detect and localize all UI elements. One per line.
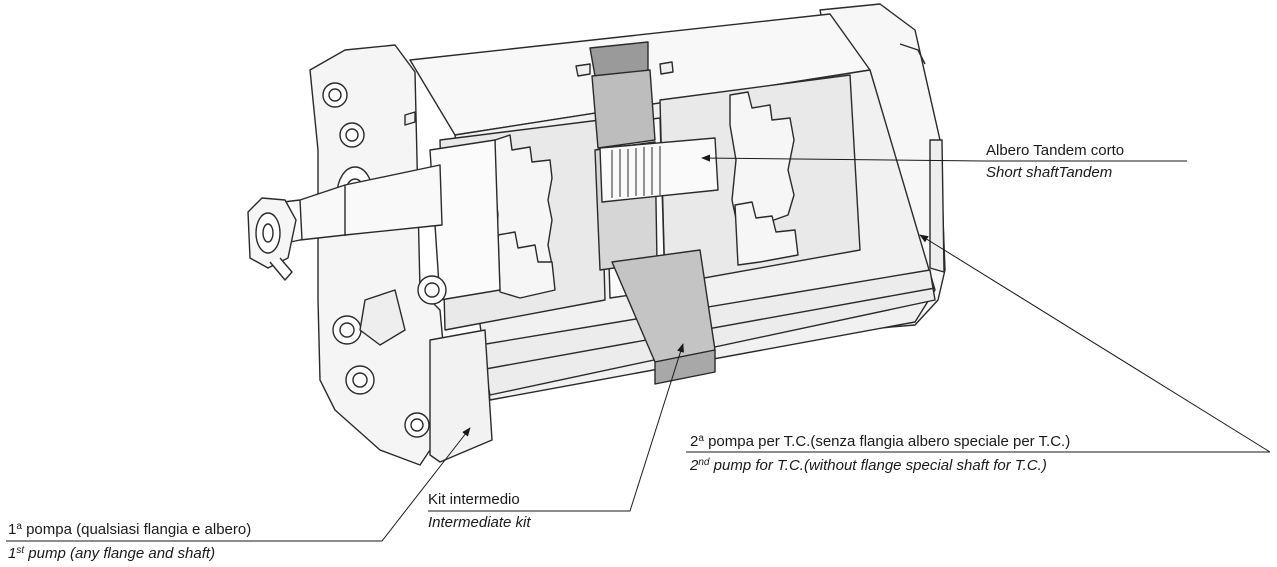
first-pump-label-it: 1a pompa (qualsiasi flangia e albero): [8, 521, 252, 538]
pump-assembly: [247, 3, 946, 466]
second-pump-label-it: 2a pompa per T.C.(senza flangia albero s…: [690, 433, 1071, 450]
second-pump-label-en: 2nd pump for T.C.(without flange special…: [690, 457, 1047, 474]
shaft-label-en: Short shaftTandem: [986, 164, 1113, 181]
first-pump-label-en: 1st pump (any flange and shaft): [8, 545, 216, 562]
kit-label-en: Intermediate kit: [428, 514, 531, 531]
leader-second-pump: [919, 234, 1271, 453]
short-tandem-shaft: [599, 137, 719, 203]
kit-label-it: Kit intermedio: [428, 491, 520, 508]
shaft-label-it: Albero Tandem corto: [986, 142, 1125, 159]
second-pump-gears: [729, 91, 799, 266]
first-pump-flange: [309, 44, 451, 466]
first-pump-gears: [493, 134, 556, 299]
first-pump-front-block: [429, 329, 493, 463]
